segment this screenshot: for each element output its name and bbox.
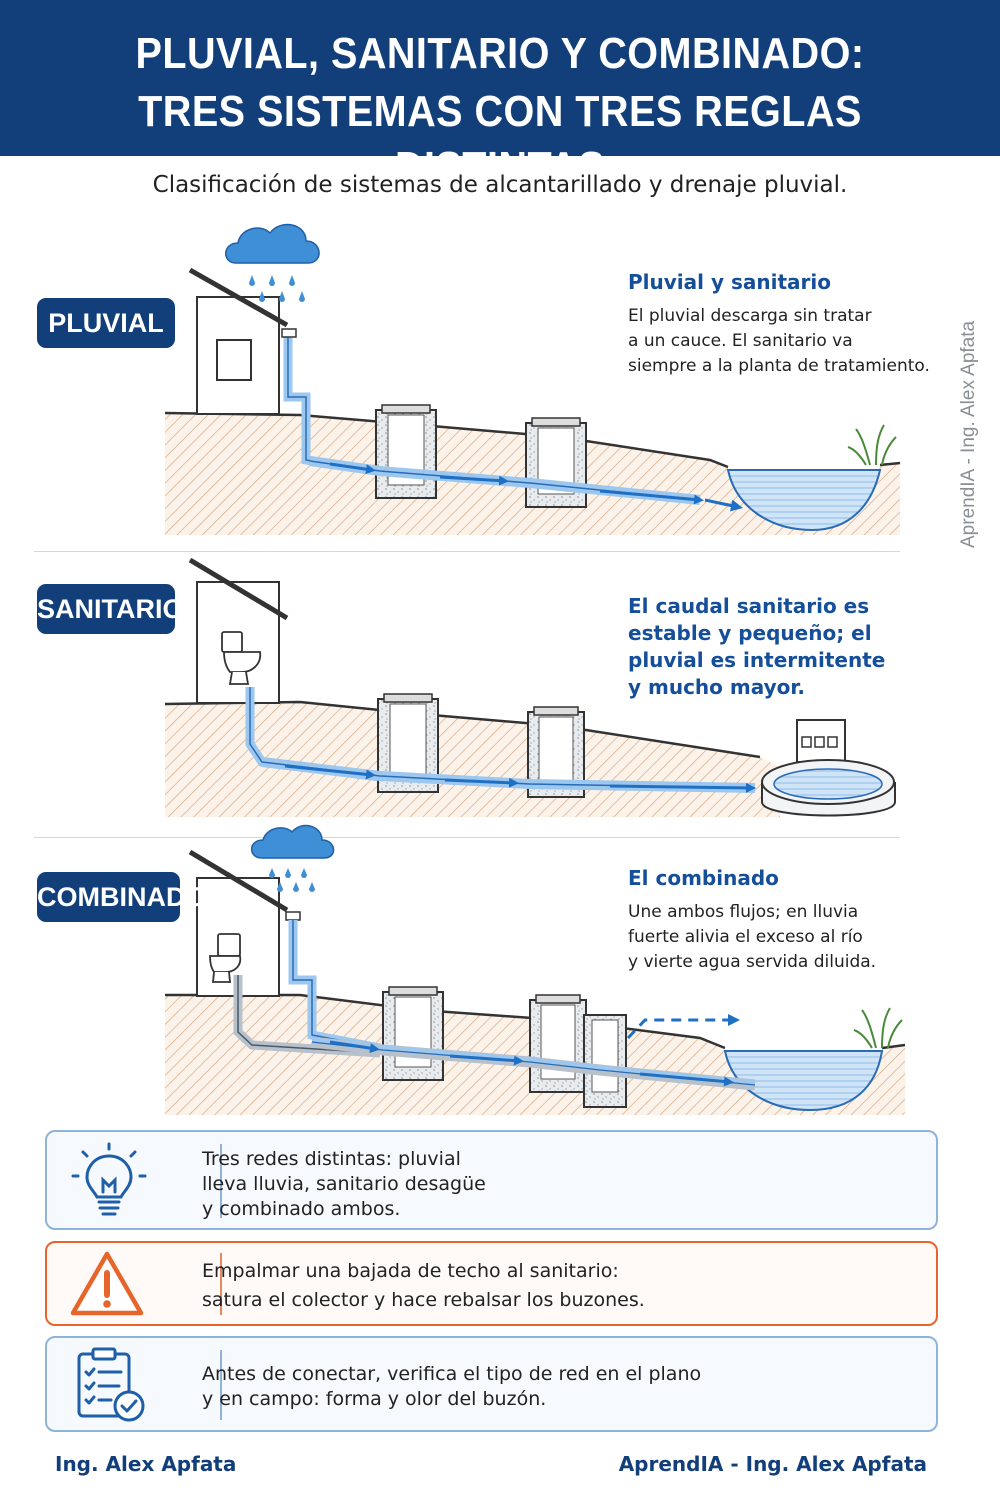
badge-combinado: COMBINADO	[37, 872, 207, 922]
toilet-icon	[221, 631, 262, 685]
pluvial-heading: Pluvial y sanitario	[628, 270, 831, 294]
combinado-heading: El combinado	[628, 866, 779, 890]
combinado-line: fuerte alivia el exceso al río	[628, 927, 863, 947]
cloud-icon	[225, 223, 320, 264]
title-line-2: TRES SISTEMAS CON TRES REGLAS DISTINTAS	[138, 87, 862, 192]
rain-drops	[269, 868, 315, 892]
scene-sanitario: SANITARIO El caudal sanitario es estable…	[0, 552, 1000, 837]
scene-combinado: COMBINADO El combinado Une ambos flujos;…	[0, 820, 1000, 1120]
checklist-line: Antes de conectar, verifica el tipo de r…	[202, 1363, 702, 1385]
pluvial-description: Pluvial y sanitario El pluvial descarga …	[628, 268, 930, 379]
grass-icon	[853, 1007, 903, 1049]
section-divider	[34, 551, 900, 552]
rain-drops	[249, 275, 305, 302]
sanitario-heading-line: El caudal sanitario es	[628, 594, 870, 618]
card-summary-line: y combinado ambos.	[202, 1198, 401, 1220]
sanitario-diagram	[164, 557, 896, 817]
toilet-icon	[209, 933, 242, 983]
title-line-1: PLUVIAL, SANITARIO Y COMBINADO:	[135, 29, 865, 78]
warning-icon	[70, 1251, 144, 1316]
combinado-diagram	[165, 824, 906, 1115]
cloud-icon	[250, 824, 335, 859]
grass-icon	[847, 424, 897, 466]
manhole-1	[382, 986, 444, 1081]
pluvial-line: siempre a la planta de tratamiento.	[628, 356, 930, 376]
manhole-1	[375, 404, 437, 499]
combinado-line: y vierte agua servida diluida.	[628, 952, 877, 972]
sanitario-heading-line: estable y pequeño; el	[628, 621, 872, 645]
section-divider	[34, 837, 900, 838]
house-icon	[188, 267, 289, 415]
warning-card: Empalmar una bajada de techo al sanitari…	[45, 1241, 938, 1326]
badge-pluvial: PLUVIAL	[37, 298, 175, 348]
checklist-card: Antes de conectar, verifica el tipo de r…	[45, 1336, 938, 1432]
info-card-summary: Tres redes distintas: pluvial lleva lluv…	[45, 1130, 938, 1230]
checklist-line: y en campo: forma y olor del buzón.	[202, 1388, 547, 1410]
combinado-line: Une ambos flujos; en lluvia	[628, 902, 859, 922]
river-bank	[725, 1045, 905, 1115]
card-summary-line: lleva lluvia, sanitario desagüe	[202, 1173, 486, 1195]
lightbulb-icon	[71, 1142, 147, 1216]
sanitario-heading-line: y mucho mayor.	[628, 675, 805, 699]
treatment-plant-icon	[761, 719, 896, 817]
overflow-arrow	[626, 1014, 740, 1040]
subtitle: Clasificación de sistemas de alcantarill…	[152, 172, 848, 198]
river	[726, 469, 882, 532]
sanitario-description: El caudal sanitario es estable y pequeño…	[628, 593, 885, 701]
card-summary-line: Tres redes distintas: pluvial	[202, 1148, 461, 1170]
pluvial-diagram	[164, 223, 901, 535]
scene-pluvial: PLUVIAL Pluvial y sanitario El pluvial d…	[0, 215, 1000, 550]
footer-brand: AprendIA - Ing. Alex Apfata	[618, 1452, 927, 1476]
warning-line: satura el colector y hace rebalsar los b…	[202, 1289, 645, 1311]
manhole-2	[525, 417, 587, 508]
manhole-relief	[529, 994, 627, 1108]
header-banner: PLUVIAL, SANITARIO Y COMBINADO: TRES SIS…	[0, 0, 1000, 192]
pluvial-line: El pluvial descarga sin tratar	[628, 306, 872, 326]
river-bank	[728, 463, 900, 535]
sanitario-heading-line: pluvial es intermitente	[628, 648, 886, 672]
pluvial-line: a un cauce. El sanitario va	[628, 331, 853, 351]
combinado-description: El combinado Une ambos flujos; en lluvia…	[628, 864, 876, 975]
footer-author: Ing. Alex Apfata	[55, 1452, 237, 1476]
badge-sanitario: SANITARIO	[37, 584, 184, 634]
checklist-icon	[77, 1347, 145, 1422]
warning-line: Empalmar una bajada de techo al sanitari…	[202, 1260, 619, 1282]
